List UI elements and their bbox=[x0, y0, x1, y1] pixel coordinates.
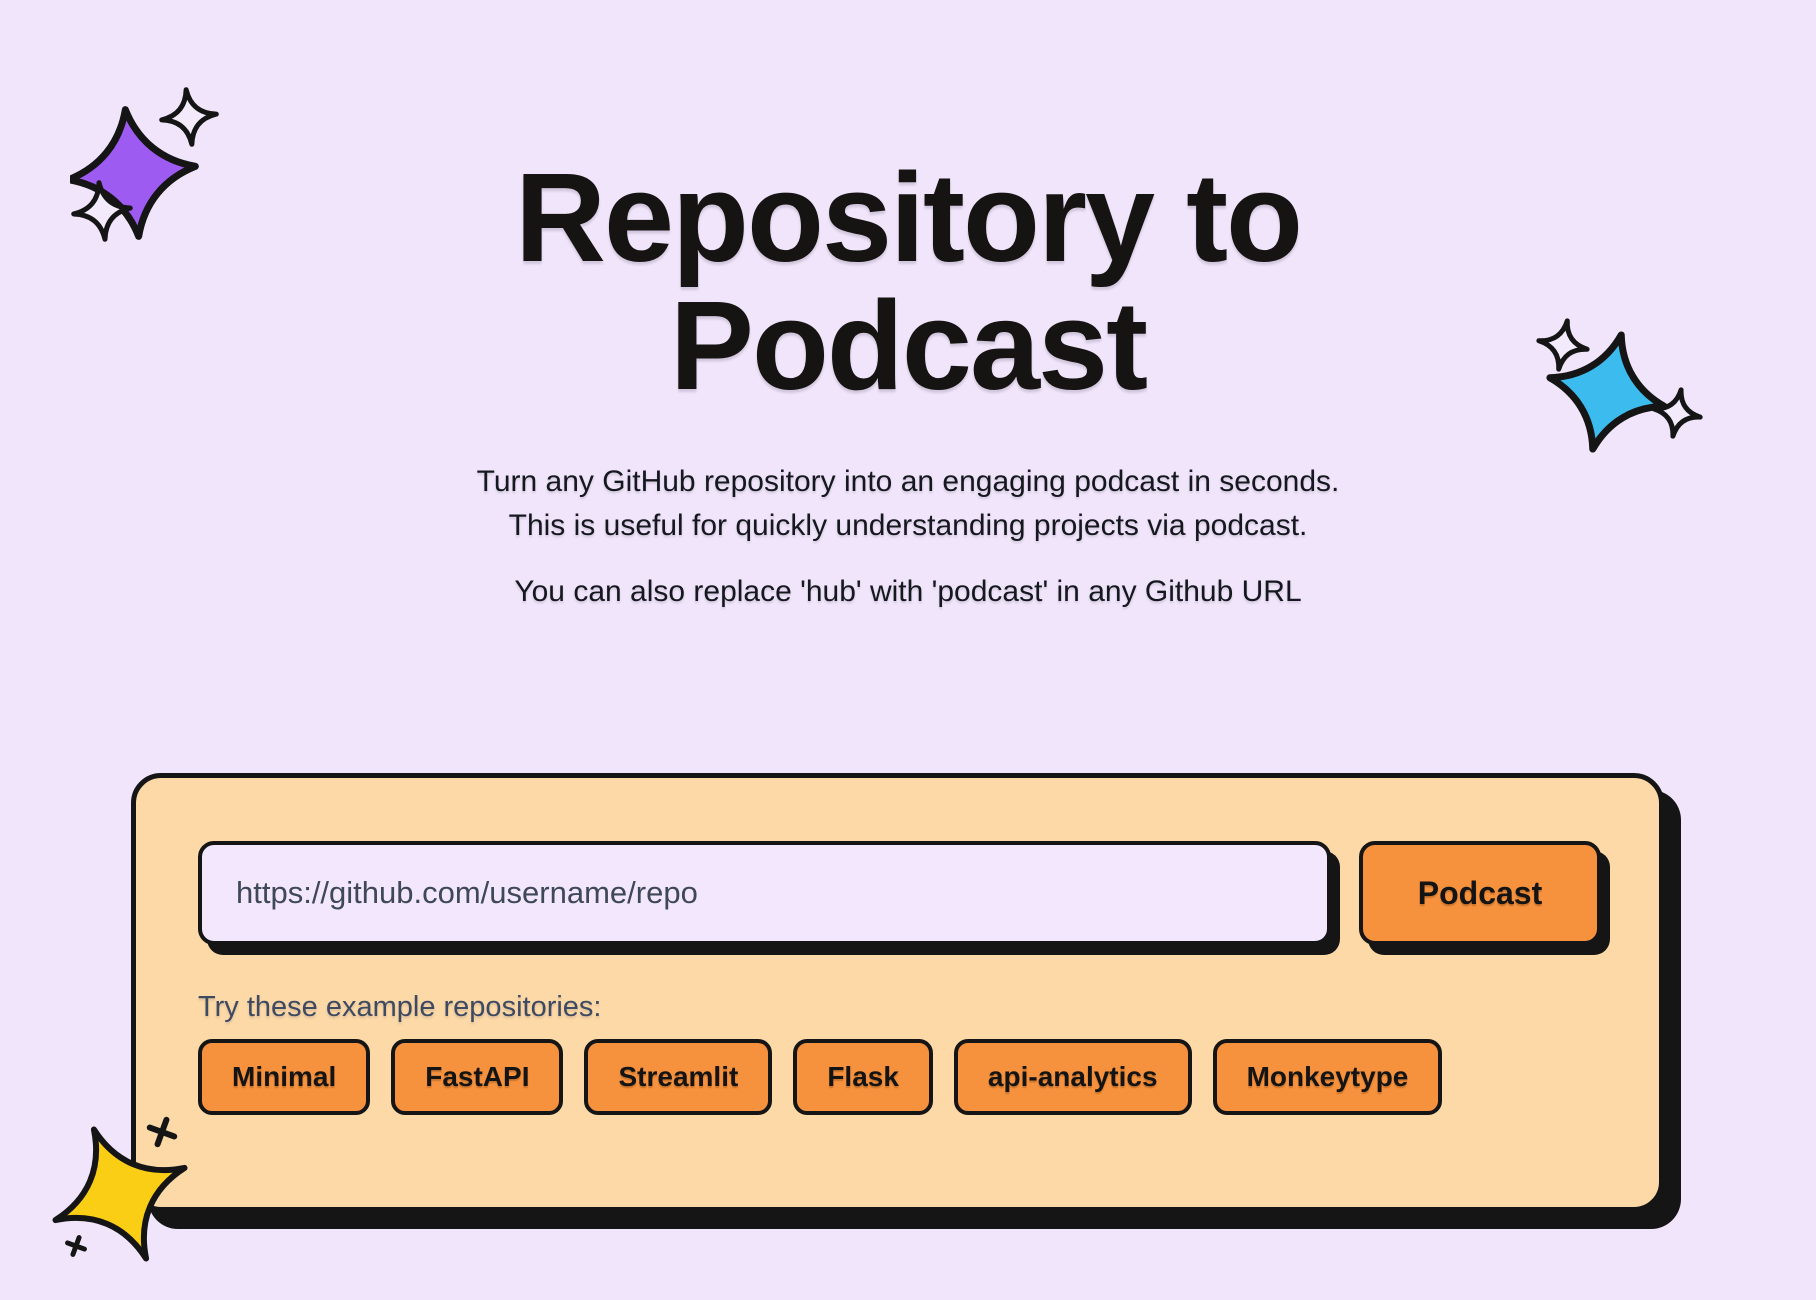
example-repo-button-monkeytype[interactable]: Monkeytype bbox=[1212, 1039, 1443, 1115]
intro-line-1: Turn any GitHub repository into an engag… bbox=[476, 465, 1340, 498]
example-repo-button-api-analytics[interactable]: api-analytics bbox=[953, 1039, 1192, 1115]
intro-url-tip: You can also replace 'hub' with 'podcast… bbox=[0, 570, 1816, 614]
examples-label: Try these example repositories: bbox=[198, 991, 602, 1023]
intro-line-2: This is useful for quickly understanding… bbox=[508, 509, 1308, 542]
example-repo-button-minimal[interactable]: Minimal bbox=[198, 1039, 371, 1115]
examples-row: Minimal FastAPI Streamlit Flask api-anal… bbox=[198, 1039, 1601, 1115]
repo-url-input[interactable] bbox=[198, 841, 1331, 945]
podcast-button[interactable]: Podcast bbox=[1359, 841, 1601, 945]
intro-line-3: You can also replace 'hub' with 'podcast… bbox=[514, 575, 1302, 608]
page-title-line-1: Repository to bbox=[514, 147, 1303, 288]
page-title: Repository to Podcast bbox=[0, 0, 1816, 410]
url-input-row: Podcast bbox=[198, 841, 1601, 945]
intro-paragraph: Turn any GitHub repository into an engag… bbox=[0, 460, 1816, 548]
page-title-line-2: Podcast bbox=[669, 275, 1148, 416]
example-repo-button-flask[interactable]: Flask bbox=[793, 1039, 933, 1115]
repo-form-card: Podcast Try these example repositories: … bbox=[131, 773, 1664, 1212]
example-repo-button-streamlit[interactable]: Streamlit bbox=[584, 1039, 773, 1115]
example-repo-button-fastapi[interactable]: FastAPI bbox=[391, 1039, 564, 1115]
plus-mark-icon bbox=[65, 1235, 87, 1257]
